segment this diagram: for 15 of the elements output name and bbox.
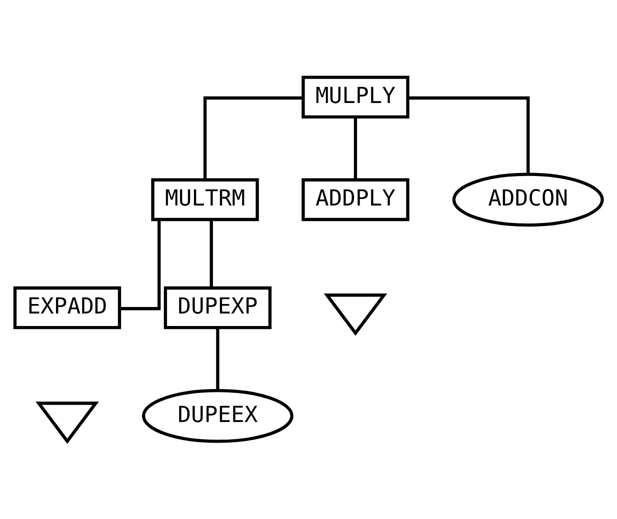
node-box: EXPADD bbox=[13, 286, 122, 330]
connector bbox=[216, 328, 220, 390]
connector bbox=[203, 96, 303, 180]
node-triangle bbox=[36, 402, 99, 444]
node-ellipse: ADDCON bbox=[452, 172, 604, 227]
connector bbox=[354, 117, 358, 180]
connector bbox=[408, 96, 530, 174]
connector bbox=[210, 220, 213, 288]
connector bbox=[120, 220, 161, 310]
node-triangle bbox=[324, 294, 388, 336]
node-box: DUPEXP bbox=[164, 286, 272, 330]
node-box: MULTRM bbox=[151, 178, 259, 222]
node-box: MULPLY bbox=[302, 76, 410, 118]
node-ellipse: DUPEEX bbox=[142, 388, 294, 443]
node-box: ADDPLY bbox=[302, 178, 410, 222]
